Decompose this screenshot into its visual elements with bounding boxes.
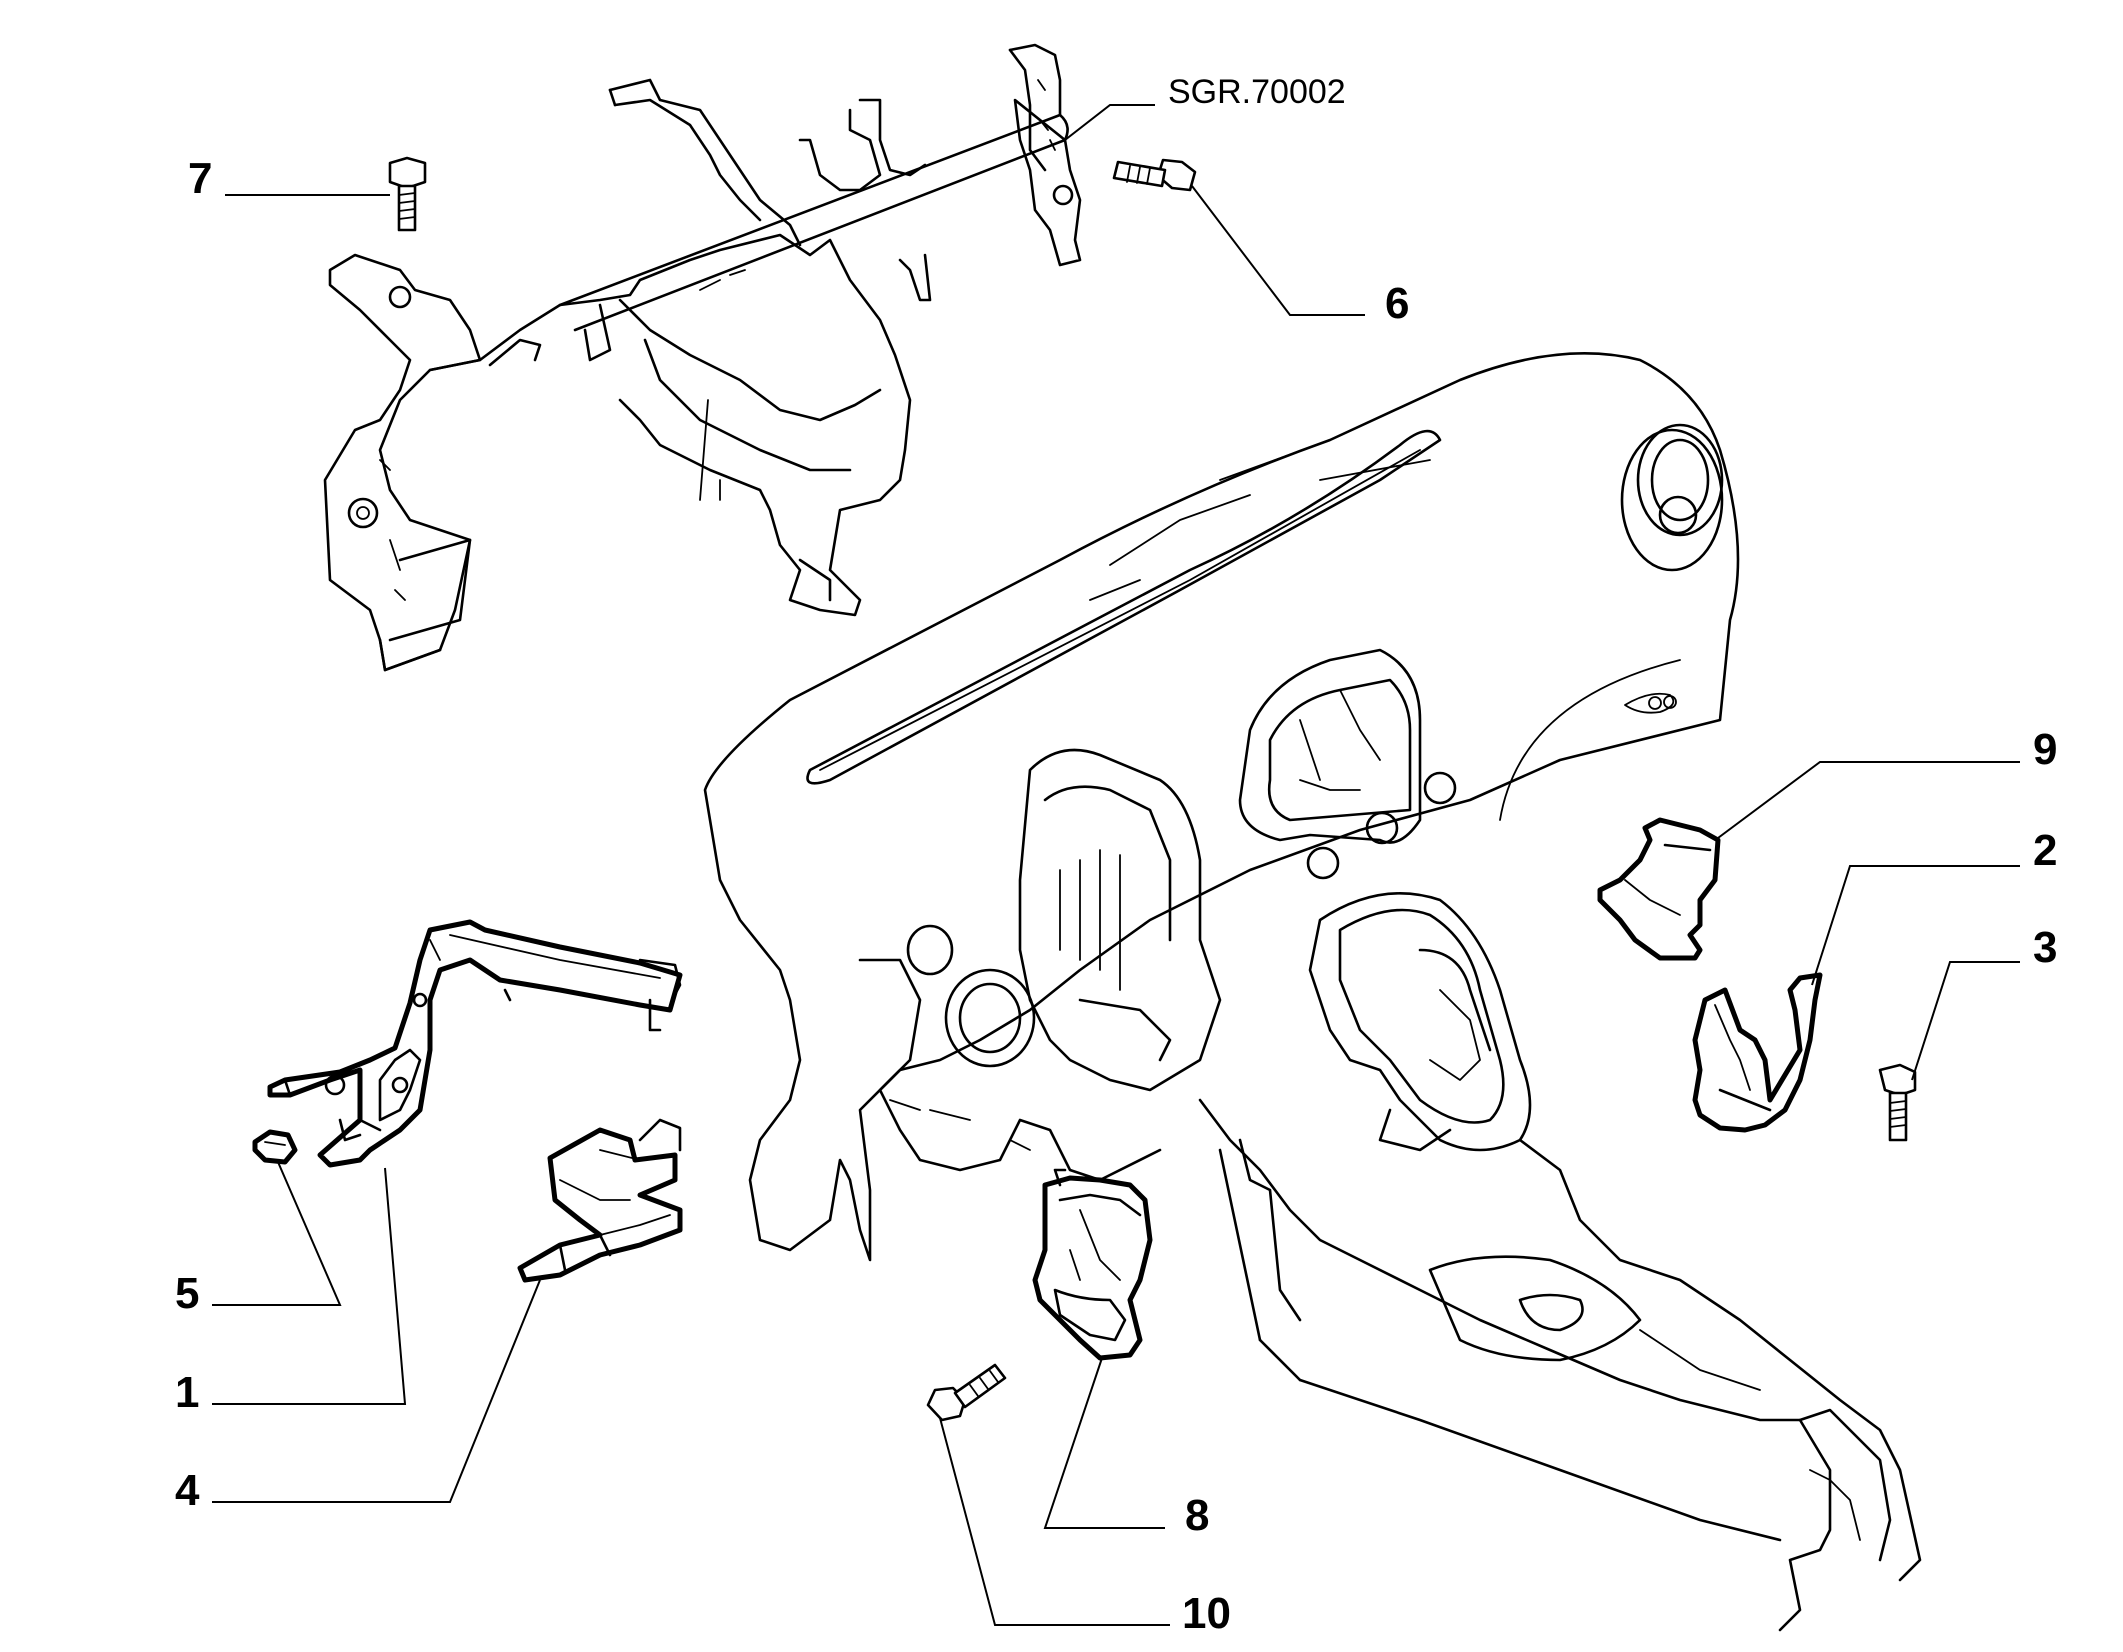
dashboard-panel [703,352,1922,1632]
part-5-nut [252,1129,298,1165]
leader-lines [212,104,2020,1626]
callout-6: 6 [1385,279,1409,328]
reference-code-label: SGR.70002 [1168,73,1346,111]
part-4-module-bracket [517,1118,683,1283]
callout-3: 3 [2033,923,2057,972]
callout-1: 1 [175,1368,199,1417]
callout-5: 5 [175,1269,199,1318]
callout-8: 8 [1185,1491,1209,1540]
part-6-bolt [1112,158,1197,192]
callout-9: 9 [2033,725,2057,774]
part-2-bracket [1692,972,1823,1133]
part-8-air-duct [1032,1168,1153,1361]
part-1-bracket [267,919,683,1168]
part-3-bolt [1878,1063,1917,1142]
callout-2: 2 [2033,826,2057,875]
part-7-bolt [388,156,427,232]
callout-4: 4 [175,1466,200,1515]
callout-7: 7 [188,154,212,203]
part-9-air-duct [1597,817,1721,961]
cross-car-beam [323,43,1082,672]
callout-10: 10 [1182,1589,1231,1638]
part-10-bolt [926,1363,1007,1422]
callout-labels: SGR.70002 7 6 9 2 3 5 1 4 8 10 [175,73,2057,1638]
